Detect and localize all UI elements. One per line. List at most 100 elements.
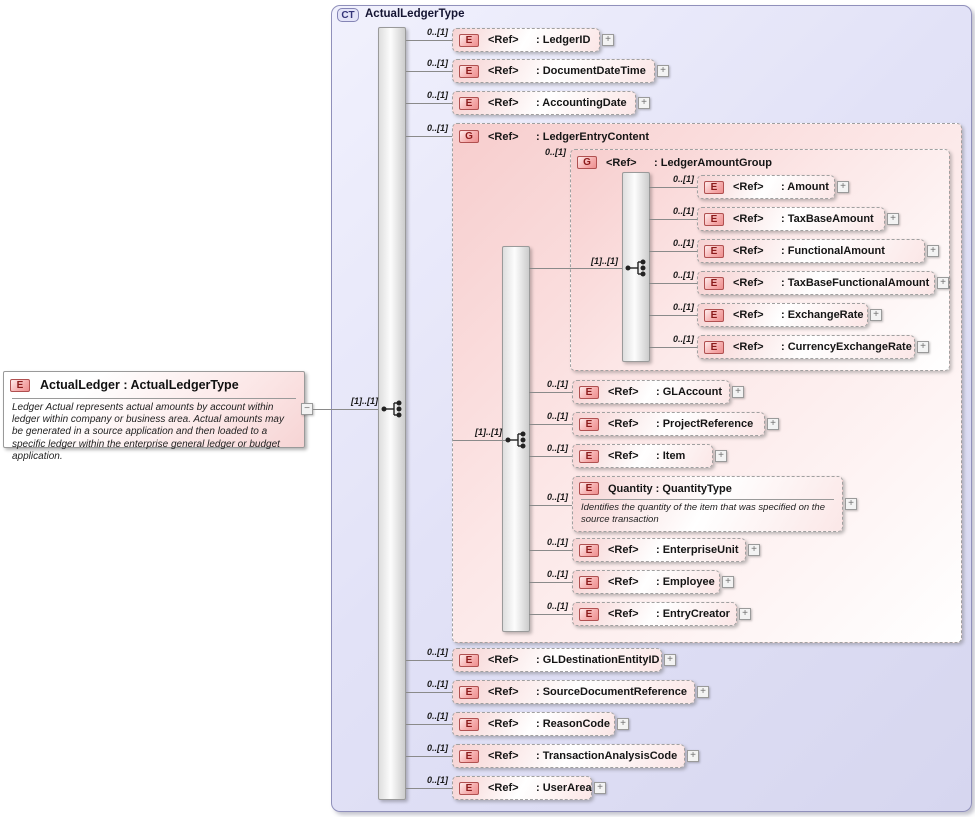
complex-type-title: ActualLedgerType <box>365 8 465 20</box>
expand-icon[interactable]: + <box>870 309 882 321</box>
element-badge-icon: E <box>579 449 599 463</box>
element-projectreference[interactable]: E <Ref> : ProjectReference <box>572 412 765 436</box>
expand-icon[interactable]: + <box>638 97 650 109</box>
element-badge-icon: E <box>704 276 724 290</box>
connector-line <box>649 315 697 316</box>
ref-label: <Ref> <box>733 277 764 289</box>
element-accountingdate[interactable]: E <Ref> : AccountingDate <box>452 91 636 115</box>
ref-label: <Ref> <box>488 718 519 730</box>
element-transactionanalysiscode[interactable]: E <Ref> : TransactionAnalysisCode <box>452 744 685 768</box>
ref-label: <Ref> <box>608 544 639 556</box>
expand-icon[interactable]: + <box>602 34 614 46</box>
element-glaccount[interactable]: E <Ref> : GLAccount <box>572 380 730 404</box>
element-sourcedocumentreference[interactable]: E <Ref> : SourceDocumentReference <box>452 680 695 704</box>
connector-line <box>529 505 572 506</box>
connector-line <box>406 788 452 789</box>
cardinality-label: 0..[1] <box>546 379 568 389</box>
element-ledgerid[interactable]: E <Ref> : LedgerID <box>452 28 600 52</box>
expand-icon[interactable]: + <box>845 498 857 510</box>
expand-icon[interactable]: + <box>739 608 751 620</box>
element-badge-icon: E <box>704 180 724 194</box>
ref-label: <Ref> <box>608 386 639 398</box>
cardinality-label: 0..[1] <box>426 711 448 721</box>
element-currencyexchangerate[interactable]: E <Ref> : CurrencyExchangeRate <box>697 335 915 359</box>
ref-label: <Ref> <box>733 309 764 321</box>
element-userarea[interactable]: E <Ref> : UserArea <box>452 776 592 800</box>
group-name: : LedgerEntryContent <box>536 130 650 143</box>
element-employee[interactable]: E <Ref> : Employee <box>572 570 720 594</box>
element-quantity[interactable]: E Quantity : QuantityType Identifies the… <box>572 476 843 532</box>
element-taxbasefunctionalamount[interactable]: E <Ref> : TaxBaseFunctionalAmount <box>697 271 935 295</box>
element-name: : ExchangeRate <box>781 309 864 321</box>
expand-icon[interactable]: + <box>767 418 779 430</box>
element-name: : AccountingDate <box>536 97 627 109</box>
cardinality-label: 0..[1] <box>546 569 568 579</box>
connector-line <box>406 103 452 104</box>
connector-line <box>649 347 697 348</box>
ref-label: <Ref> <box>488 654 519 666</box>
expand-icon[interactable]: + <box>917 341 929 353</box>
ref-label: <Ref> <box>488 97 519 109</box>
root-element-title: ActualLedger : ActualLedgerType <box>40 378 239 392</box>
element-name: : TransactionAnalysisCode <box>536 750 678 762</box>
expand-icon[interactable]: + <box>617 718 629 730</box>
connector-line <box>453 440 507 441</box>
ref-label: <Ref> <box>733 181 764 193</box>
element-reasoncode[interactable]: E <Ref> : ReasonCode <box>452 712 615 736</box>
element-enterpriseunit[interactable]: E <Ref> : EnterpriseUnit <box>572 538 746 562</box>
expand-icon[interactable]: + <box>687 750 699 762</box>
ref-label: <Ref> <box>488 686 519 698</box>
expand-icon[interactable]: + <box>715 450 727 462</box>
element-name: : TaxBaseFunctionalAmount <box>781 277 930 289</box>
expand-icon[interactable]: + <box>664 654 676 666</box>
element-badge-icon: E <box>459 653 479 667</box>
expand-icon[interactable]: + <box>722 576 734 588</box>
sequence-icon[interactable] <box>503 429 529 451</box>
element-actualledger[interactable]: E ActualLedger : ActualLedgerType Ledger… <box>3 371 305 462</box>
cardinality-label: 0..[1] <box>672 206 694 216</box>
complex-type-badge-icon: CT <box>337 8 359 22</box>
element-gldestinationentityid[interactable]: E <Ref> : GLDestinationEntityID <box>452 648 662 672</box>
element-entrycreator[interactable]: E <Ref> : EntryCreator <box>572 602 737 626</box>
element-name: : TaxBaseAmount <box>781 213 874 225</box>
cardinality-label: 0..[1] <box>546 411 568 421</box>
expand-icon[interactable]: + <box>697 686 709 698</box>
cardinality-label: 0..[1] <box>672 238 694 248</box>
divider <box>581 499 834 500</box>
expand-icon[interactable]: + <box>748 544 760 556</box>
expand-icon[interactable]: + <box>887 213 899 225</box>
expand-icon[interactable]: + <box>594 782 606 794</box>
connector-line <box>406 724 452 725</box>
ref-label: <Ref> <box>488 130 519 143</box>
sequence-icon[interactable] <box>623 257 649 279</box>
expand-icon[interactable]: + <box>837 181 849 193</box>
cardinality-label: 0..[1] <box>546 492 568 502</box>
connector-line <box>529 456 572 457</box>
connector-line <box>649 187 697 188</box>
element-item[interactable]: E <Ref> : Item <box>572 444 713 468</box>
cardinality-label: 0..[1] <box>426 679 448 689</box>
element-badge-icon: E <box>459 685 479 699</box>
element-badge-icon: E <box>459 33 479 47</box>
expand-icon[interactable]: + <box>657 65 669 77</box>
element-badge-icon: E <box>704 212 724 226</box>
cardinality-label: 0..[1] <box>426 90 448 100</box>
expand-icon[interactable]: + <box>927 245 939 257</box>
element-functionalamount[interactable]: E <Ref> : FunctionalAmount <box>697 239 925 263</box>
element-documentdatetime[interactable]: E <Ref> : DocumentDateTime <box>452 59 655 83</box>
element-amount[interactable]: E <Ref> : Amount <box>697 175 835 199</box>
sequence-icon[interactable] <box>379 398 405 420</box>
element-name: : Employee <box>656 576 715 588</box>
connector-line <box>406 136 452 137</box>
connector-line <box>529 614 572 615</box>
element-exchangerate[interactable]: E <Ref> : ExchangeRate <box>697 303 868 327</box>
expand-icon[interactable]: + <box>732 386 744 398</box>
expand-icon[interactable]: + <box>937 277 949 289</box>
connector-line <box>406 40 452 41</box>
element-badge-icon: E <box>704 308 724 322</box>
collapse-icon[interactable]: − <box>301 403 313 415</box>
element-badge-icon: E <box>704 244 724 258</box>
root-element-annotation: Ledger Actual represents actual amounts … <box>12 402 284 462</box>
element-badge-icon: E <box>459 717 479 731</box>
element-taxbaseamount[interactable]: E <Ref> : TaxBaseAmount <box>697 207 885 231</box>
